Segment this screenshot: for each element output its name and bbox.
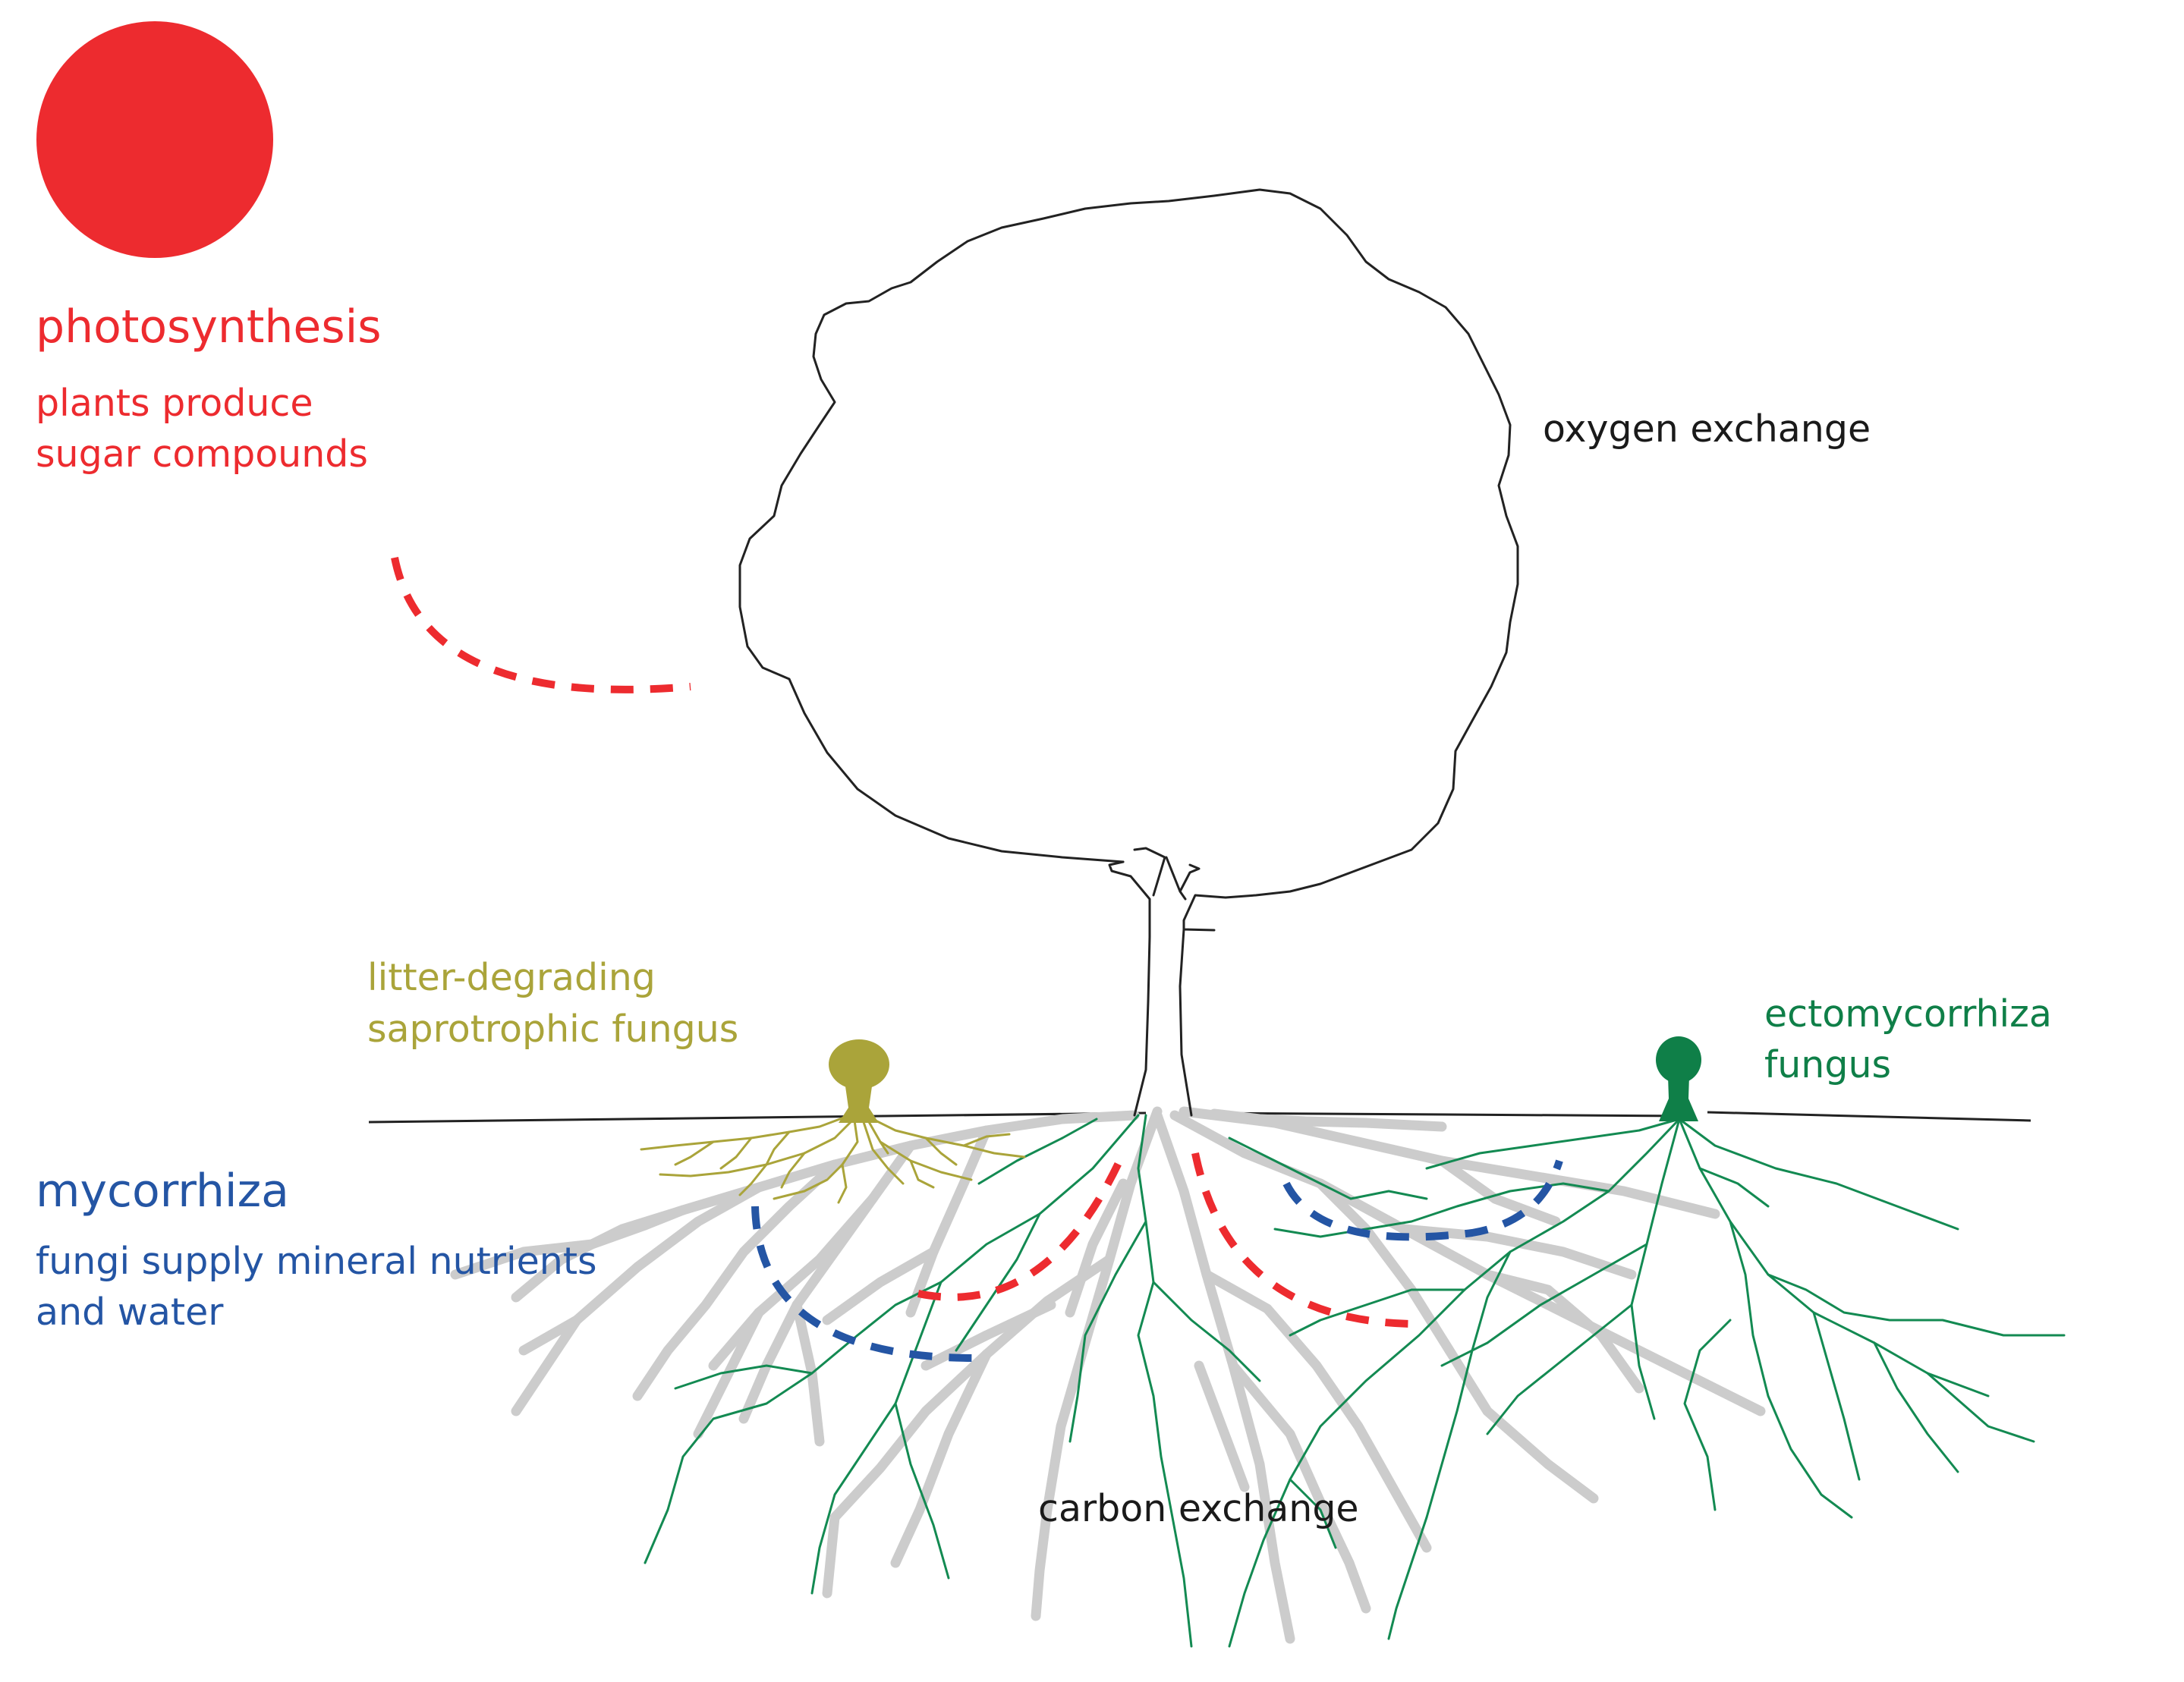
carbon-dashed-arc-right — [1191, 1152, 1412, 1328]
plant-roots — [450, 1106, 1766, 1644]
carbon-dashed-arc-left — [917, 1151, 1127, 1301]
saprotrophic-mushroom-icon — [829, 1039, 889, 1123]
tree — [738, 188, 1519, 1117]
mycorrhiza-line-2: and water — [36, 1291, 224, 1334]
photosynthesis-title: photosynthesis — [36, 300, 382, 354]
carbon-exchange-label: carbon exchange — [1038, 1487, 1359, 1530]
mycorrhiza-dashed-arc-right — [1282, 1159, 1563, 1241]
sun-circle-icon — [36, 21, 273, 258]
mycorrhiza-title: mycorrhiza — [36, 1165, 289, 1218]
photosynthesis-line-1: plants produce — [36, 382, 313, 425]
saprotrophic-line-1: litter-degrading — [367, 956, 656, 999]
oxygen-exchange-label: oxygen exchange — [1543, 407, 1871, 451]
saprotrophic-line-2: saprotrophic fungus — [367, 1008, 739, 1051]
tree-crown — [738, 188, 1519, 932]
ectomycorrhiza-hyphae — [644, 1114, 2066, 1648]
tree-trunk — [1108, 860, 1193, 1117]
ectomycorrhiza-line-2: fungus — [1764, 1043, 1892, 1086]
ectomycorrhiza-mushroom-icon — [1656, 1036, 1701, 1121]
photosynthesis-line-2: sugar compounds — [36, 432, 368, 476]
mycorrhiza-line-1: fungi supply mineral nutrients — [36, 1240, 597, 1283]
saprotrophic-hyphae — [640, 1114, 1026, 1204]
mycorrhiza-dashed-arc-left — [751, 1206, 976, 1362]
ectomycorrhiza-line-1: ectomycorrhiza — [1764, 992, 2052, 1036]
photosynthesis-dashed-arc — [391, 557, 691, 693]
tree-branch — [1133, 847, 1201, 901]
exchange-arrows — [391, 557, 1563, 1362]
ground-line — [368, 1111, 2031, 1124]
